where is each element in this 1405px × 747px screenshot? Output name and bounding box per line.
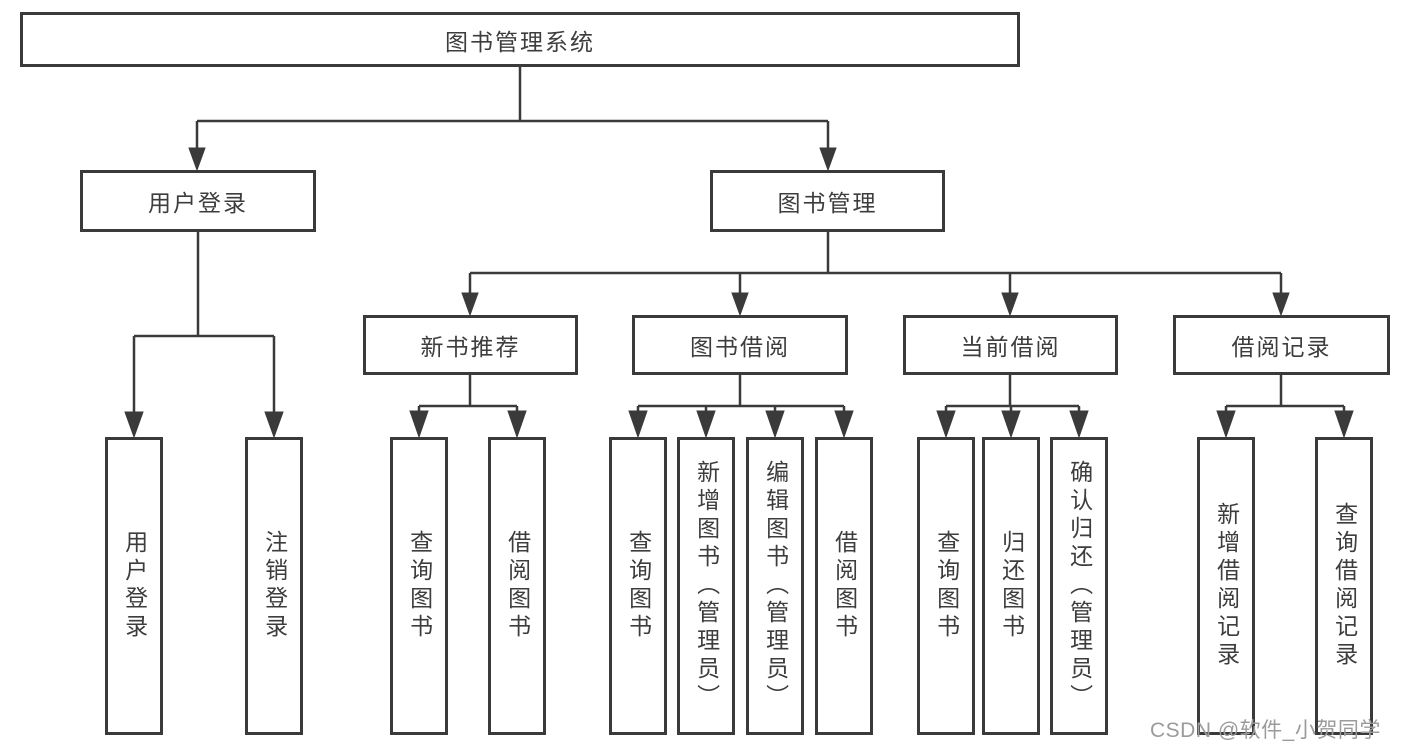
node-current-borrow: 当前借阅 [903,315,1118,375]
leaf-logout: 注销登录 [245,437,303,735]
leaf-confirm-return-admin-label: 确认归还（管理员） [1066,460,1093,712]
leaf-query-books-borrow-label: 查询图书 [625,530,652,642]
leaf-borrow-books-label: 借阅图书 [831,530,858,642]
leaf-query-books-current: 查询图书 [917,437,975,735]
leaf-query-books-current-label: 查询图书 [933,530,960,642]
node-book-management: 图书管理 [710,170,945,232]
connector-new-book-children [409,375,527,439]
node-user-login: 用户登录 [80,170,316,232]
connector-root-to-level2 [188,67,837,172]
node-book-borrow: 图书借阅 [632,315,848,375]
connector-records-children [1216,375,1354,439]
leaf-user-login: 用户登录 [105,437,163,735]
connector-book-management-children [461,232,1290,317]
connector-book-borrow-children [628,375,854,439]
leaf-confirm-return-admin: 确认归还（管理员） [1050,437,1108,735]
leaf-return-book: 归还图书 [982,437,1040,735]
node-borrow-records: 借阅记录 [1173,315,1390,375]
leaf-add-borrow-record: 新增借阅记录 [1197,437,1255,735]
connector-user-login-children [124,232,284,439]
leaf-borrow-books: 借阅图书 [815,437,873,735]
leaf-borrow-books-recommend: 借阅图书 [488,437,546,735]
leaf-logout-label: 注销登录 [261,530,288,642]
leaf-query-books-borrow: 查询图书 [609,437,667,735]
leaf-edit-book-admin: 编辑图书（管理员） [746,437,804,735]
leaf-query-borrow-record: 查询借阅记录 [1315,437,1373,735]
leaf-edit-book-admin-label: 编辑图书（管理员） [762,460,789,712]
leaf-borrow-books-recommend-label: 借阅图书 [504,530,531,642]
node-root: 图书管理系统 [20,12,1020,67]
leaf-user-login-label: 用户登录 [121,530,148,642]
leaf-add-book-admin-label: 新增图书（管理员） [693,460,720,712]
node-new-book-recommend: 新书推荐 [363,315,578,375]
leaf-query-books-recommend-label: 查询图书 [406,530,433,642]
leaf-query-books-recommend: 查询图书 [390,437,448,735]
leaf-add-book-admin: 新增图书（管理员） [677,437,735,735]
leaf-query-borrow-record-label: 查询借阅记录 [1331,502,1358,670]
csdn-watermark: CSDN @软件_小贺同学 [1150,719,1381,742]
leaf-add-borrow-record-label: 新增借阅记录 [1213,502,1240,670]
connector-current-borrow-children [936,375,1089,439]
leaf-return-book-label: 归还图书 [998,530,1025,642]
